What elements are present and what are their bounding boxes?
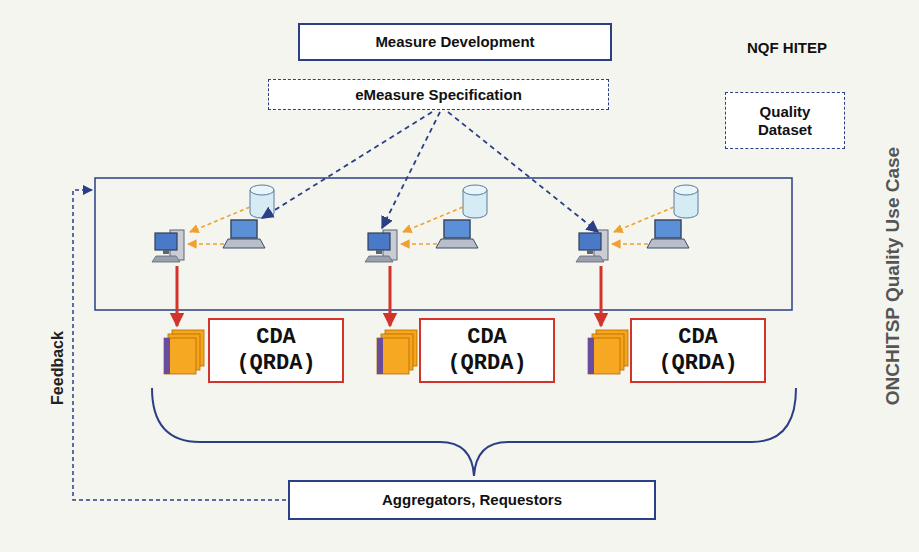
recipient-box: Aggregators, Requestors xyxy=(288,480,656,520)
side-title: ONCHITSP Quality Use Case xyxy=(882,147,904,405)
spec-box: eMeasure Specification xyxy=(268,79,609,110)
spec-arrows xyxy=(262,112,598,232)
box-label: Quality Dataset xyxy=(744,103,826,138)
flow-label: Feedback xyxy=(49,331,67,405)
process-box: Measure Development xyxy=(298,23,612,61)
box-label: CDA (QRDA) xyxy=(650,325,746,376)
dataset-box: Quality Dataset xyxy=(725,92,845,149)
document-box: CDA (QRDA) xyxy=(630,318,766,383)
aggregation-brace xyxy=(152,388,796,476)
group-heading: NQF HITEP xyxy=(747,39,827,56)
document-box: CDA (QRDA) xyxy=(208,318,344,383)
box-label: Measure Development xyxy=(375,33,534,50)
box-label: eMeasure Specification xyxy=(355,86,522,103)
box-label: CDA (QRDA) xyxy=(439,325,535,376)
box-label: Aggregators, Requestors xyxy=(382,491,562,508)
box-label: CDA (QRDA) xyxy=(228,325,324,376)
document-box: CDA (QRDA) xyxy=(419,318,555,383)
